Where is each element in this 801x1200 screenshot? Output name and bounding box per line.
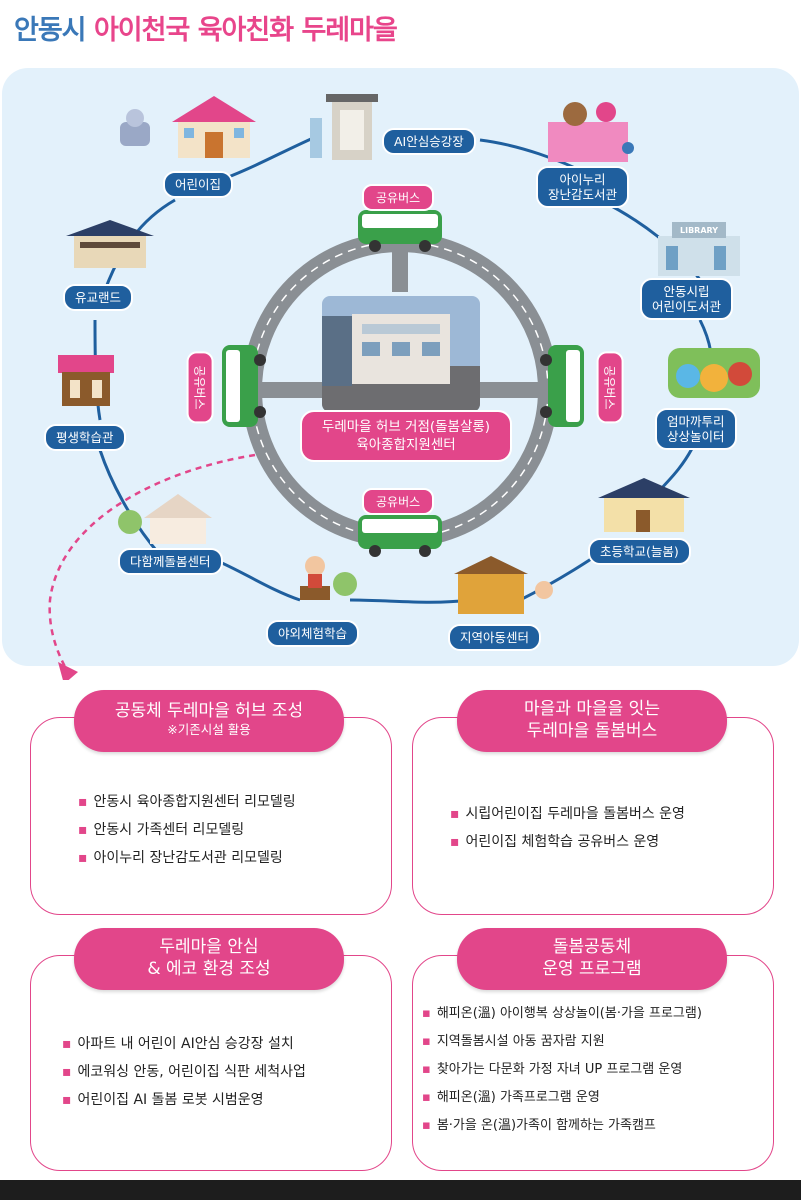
bus-label-right: 공유버스 (596, 351, 624, 424)
label-yugyo-land: 유교랜드 (63, 284, 134, 311)
card-bus-title1: 마을과 마을을 잇는 (524, 699, 660, 719)
card-hub-note: ※기존시설 활용 (167, 722, 251, 737)
robot-icon (120, 109, 150, 146)
card-eco-title1: 두레마을 안심 (159, 937, 259, 957)
library-building-icon (658, 222, 740, 276)
hub-label-line1: 두레마을 허브 거점(돌봄살롱) (321, 419, 491, 435)
label-outdoor: 야외체험학습 (266, 620, 360, 647)
bus-right-icon (540, 345, 584, 427)
label-lifelong-learning: 평생학습관 (44, 424, 126, 451)
card-eco-title2: & 에코 환경 조성 (147, 959, 271, 979)
list-item: ▪지역돌봄시설 아동 꿈자람 지원 (422, 1034, 605, 1049)
toy-box-icon (548, 102, 634, 162)
list-item: ▪봄·가을 온(溫)가족이 함께하는 가족캠프 (422, 1118, 656, 1133)
house-icon (118, 494, 212, 544)
label-local-center: 지역아동센터 (448, 624, 542, 651)
card-eco-header: 두레마을 안심 & 에코 환경 조성 (74, 928, 344, 990)
bus-label-bottom: 공유버스 (362, 488, 435, 515)
elevator-shelter-icon (310, 94, 378, 160)
bus-label-top: 공유버스 (362, 184, 435, 211)
title-main: 아이천국 육아친화 두레마을 (93, 15, 398, 46)
card-program-title1: 돌봄공동체 (552, 937, 632, 957)
daycare-building-icon (172, 96, 256, 158)
school-building-icon (598, 478, 690, 532)
bus-bottom-icon (358, 515, 442, 557)
list-item: ▪에코워싱 안동, 어린이집 식판 세척사업 (62, 1064, 306, 1080)
list-item: ▪시립어린이집 두레마을 돌봄버스 운영 (450, 806, 685, 822)
bottom-bar (0, 1180, 801, 1200)
card-program-header: 돌봄공동체 운영 프로그램 (457, 928, 727, 990)
outdoor-child-icon (300, 556, 357, 600)
label-ai-elevator: AI안심승강장 (382, 128, 476, 155)
card-eco (30, 955, 392, 1171)
bus-left-icon (222, 345, 266, 427)
hub-building-photo (322, 296, 480, 412)
hub-label-line2: 육아종합지원센터 (356, 437, 456, 453)
list-item: ▪어린이집 체험학습 공유버스 운영 (450, 834, 660, 850)
card-hub-header: 공동체 두레마을 허브 조성 ※기존시설 활용 (74, 690, 344, 752)
card-eco-list: ▪아파트 내 어린이 AI안심 승강장 설치 ▪에코워싱 안동, 어린이집 식판… (62, 1030, 306, 1114)
card-bus-header: 마을과 마을을 잇는 두레마을 돌봄버스 (457, 690, 727, 752)
hub-label: 두레마을 허브 거점(돌봄살롱) 육아종합지원센터 (300, 410, 512, 462)
book-building-icon (58, 355, 114, 406)
village-map (48, 94, 760, 680)
bus-label-left: 공유버스 (186, 351, 214, 424)
list-item: ▪어린이집 AI 돌봄 로봇 시범운영 (62, 1092, 264, 1108)
title-city: 안동시 (14, 15, 87, 46)
list-item: ▪안동시 육아종합지원센터 리모델링 (78, 794, 296, 810)
arrow-head-icon (58, 662, 78, 680)
bus-top-icon (358, 210, 442, 252)
card-program-list: ▪해피온(溫) 아이행복 상상놀이(봄·가을 프로그램) ▪지역돌봄시설 아동 … (422, 1000, 702, 1140)
card-hub-title: 공동체 두레마을 허브 조성 (114, 701, 304, 721)
card-bus-list: ▪시립어린이집 두레마을 돌봄버스 운영 ▪어린이집 체험학습 공유버스 운영 (450, 800, 685, 856)
list-item: ▪아파트 내 어린이 AI안심 승강장 설치 (62, 1036, 294, 1052)
label-daycare: 어린이집 (163, 171, 234, 198)
list-item: ▪안동시 가족센터 리모델링 (78, 822, 245, 838)
page-title: 안동시 아이천국 육아친화 두레마을 (14, 8, 398, 47)
children-center-icon (454, 556, 553, 614)
traditional-building-icon (66, 220, 154, 268)
list-item: ▪해피온(溫) 아이행복 상상놀이(봄·가을 프로그램) (422, 1006, 702, 1021)
list-item: ▪아이누리 장난감도서관 리모델링 (78, 850, 283, 866)
card-program-title2: 운영 프로그램 (542, 959, 642, 979)
list-item: ▪해피온(溫) 가족프로그램 운영 (422, 1090, 600, 1105)
playground-characters-icon (668, 348, 760, 398)
dashed-arrow-path (48, 453, 256, 673)
library-sign: LIBRARY (680, 226, 719, 235)
label-elementary: 초등학교(늘봄) (588, 538, 691, 565)
card-hub-list: ▪안동시 육아종합지원센터 리모델링 ▪안동시 가족센터 리모델링 ▪아이누리 … (78, 788, 296, 872)
card-bus-title2: 두레마을 돌봄버스 (526, 721, 658, 741)
label-dahamkke: 다함께돌봄센터 (118, 548, 223, 575)
list-item: ▪찾아가는 다문화 가정 자녀 UP 프로그램 운영 (422, 1062, 683, 1077)
